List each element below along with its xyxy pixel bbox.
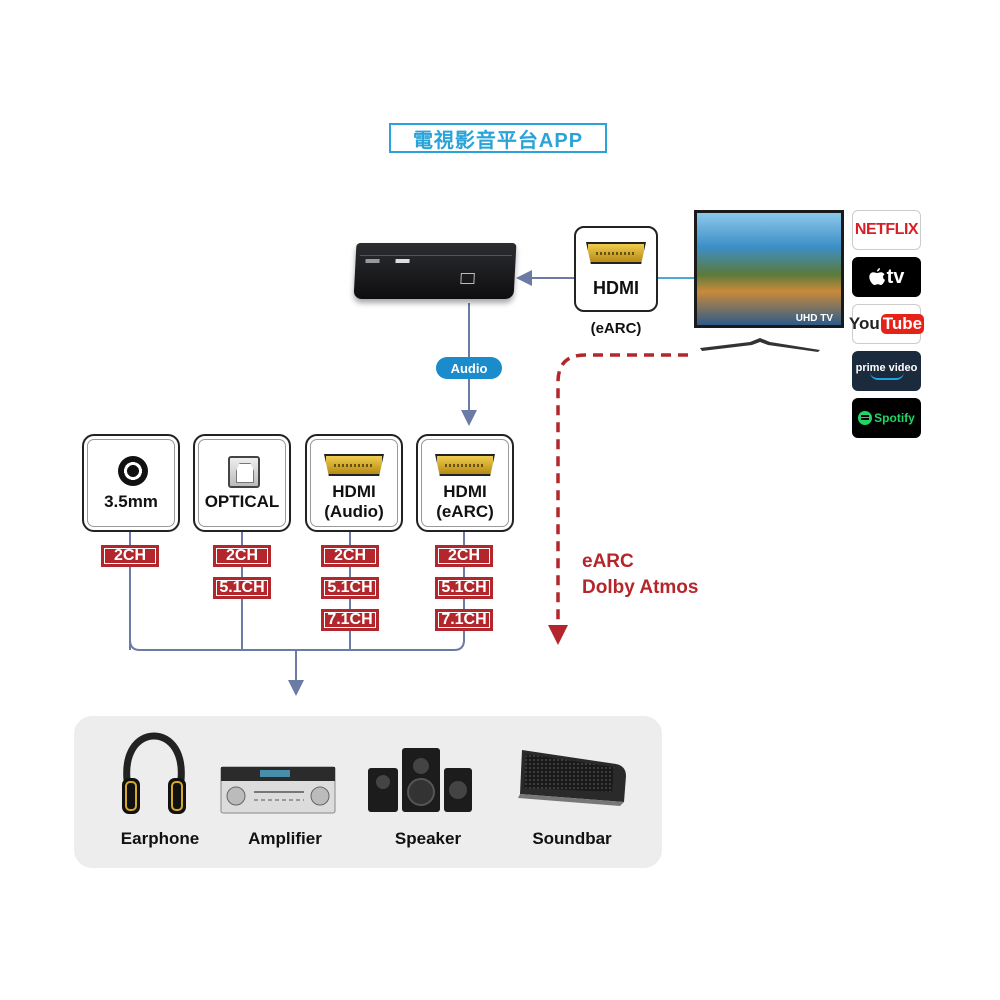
hdmi-connector-icon — [586, 242, 646, 264]
port-label: OPTICAL — [204, 492, 280, 511]
device-label-amplifier: Amplifier — [248, 829, 322, 848]
apple-tv-logo: tv — [852, 257, 921, 297]
port-sublabel: (Audio) — [324, 502, 384, 521]
port-label: HDMI — [332, 482, 376, 501]
channel-badge: 2CH — [435, 545, 493, 567]
port-hdmi-audio: HDMI (Audio) — [305, 434, 403, 532]
speaker-icon — [368, 748, 472, 812]
tv-stand-icon — [700, 338, 820, 352]
uhd-tv: UHD TV — [694, 210, 846, 352]
channel-badge: 7.1CH — [321, 609, 379, 631]
channel-badge: 2CH — [101, 545, 159, 567]
optical-port-icon — [228, 456, 260, 488]
amplifier-icon — [220, 766, 336, 814]
netflix-logo: NETFLIX — [852, 210, 921, 250]
port-3-5mm: 3.5mm — [82, 434, 180, 532]
earc-dashed-arrow — [556, 353, 688, 630]
tv-brand-text: UHD TV — [795, 313, 833, 324]
port-label: 3.5mm — [104, 492, 158, 511]
hdmi-connector-icon — [435, 454, 495, 476]
device-label-speaker: Speaker — [394, 829, 462, 848]
hdmi-label: HDMI — [593, 278, 639, 298]
channel-badge: 5.1CH — [321, 577, 379, 599]
prime-video-logo: prime video — [852, 351, 921, 391]
port-sublabel: (eARC) — [436, 502, 494, 521]
spotify-icon — [858, 411, 873, 425]
soundbar-icon — [518, 750, 626, 806]
earc-dolby-note: eARC Dolby Atmos — [582, 551, 699, 598]
device-label-soundbar: Soundbar — [532, 829, 612, 848]
earc-caption: (eARC) — [590, 320, 642, 337]
apple-icon — [868, 267, 885, 285]
spotify-logo: Spotify — [852, 398, 921, 438]
channel-badge: 2CH — [213, 545, 271, 567]
device-label-earphone: Earphone — [120, 829, 200, 848]
channel-badge: 7.1CH — [435, 609, 493, 631]
channel-badge: 2CH — [321, 545, 379, 567]
hdmi-earc-card: HDMI — [574, 226, 658, 312]
port-optical: OPTICAL — [193, 434, 291, 532]
page-title: 電視影音平台APP — [389, 123, 607, 153]
channel-badge: 5.1CH — [435, 577, 493, 599]
port-label: HDMI — [443, 482, 487, 501]
tv-screen: UHD TV — [694, 210, 844, 328]
channel-badge: 5.1CH — [213, 577, 271, 599]
audio-extractor-device — [353, 243, 517, 299]
audio-pill: Audio — [436, 357, 502, 379]
headphones-icon — [122, 732, 186, 814]
hdmi-connector-icon — [324, 454, 384, 476]
audio-jack-icon — [118, 456, 148, 486]
port-hdmi-earc: HDMI (eARC) — [416, 434, 514, 532]
